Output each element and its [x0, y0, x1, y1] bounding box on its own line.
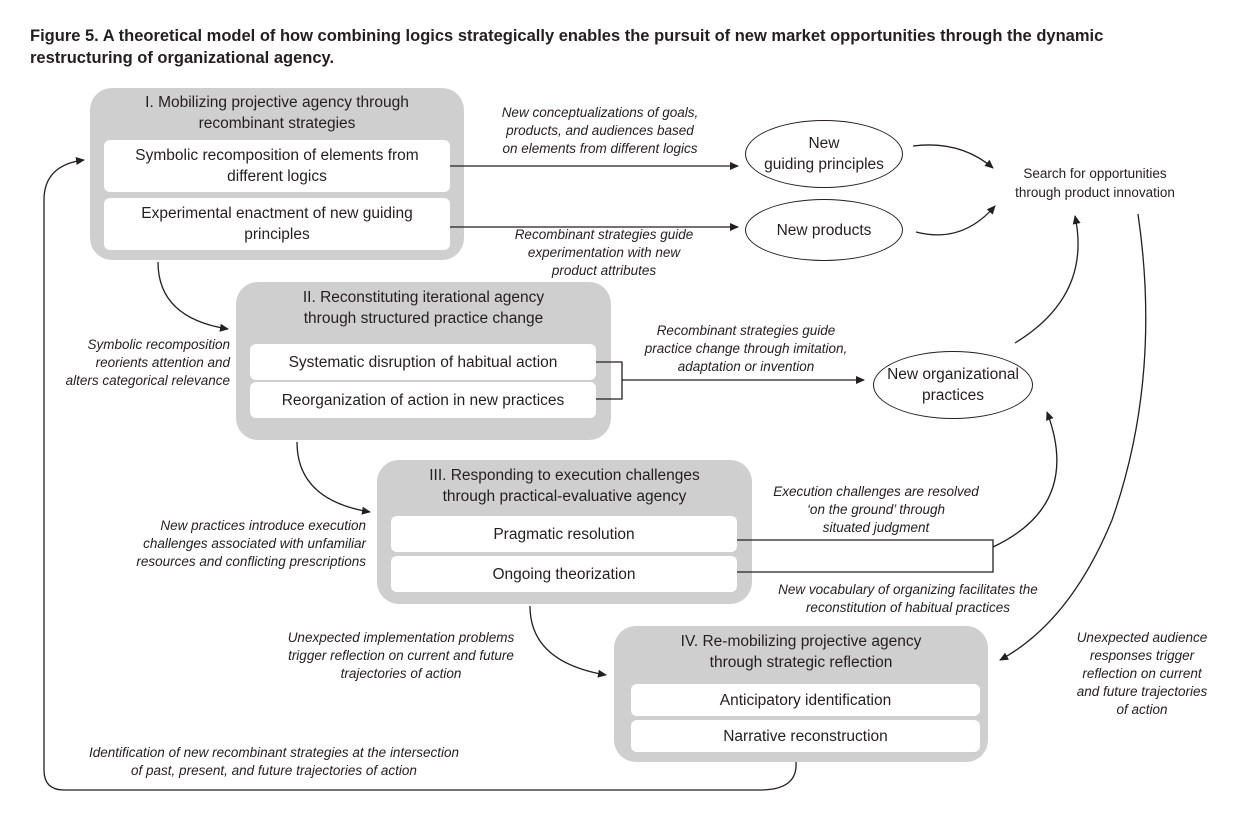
arrow-products-to-search	[915, 205, 996, 236]
label-execution-challenges-resolved: Execution challenges are resolved‘on the…	[773, 484, 979, 535]
reorganization-of-action-box: Reorganization of action in new practice…	[250, 382, 596, 418]
arrow-panel-1-to-panel-2	[157, 261, 229, 332]
systematic-disruption-box: Systematic disruption of habitual action	[250, 344, 596, 380]
label-new-conceptualizations: New conceptualizations of goals,products…	[501, 105, 699, 156]
arrow-guiding-to-search	[912, 144, 994, 169]
narrative-reconstruction-box: Narrative reconstruction	[631, 720, 980, 752]
figure-title-line2: restructuring of organizational agency.	[30, 49, 335, 67]
bracket-panel-2-items	[596, 361, 623, 400]
arrow-practices-to-search	[1014, 215, 1081, 344]
arrow-panel-2-to-panel-3	[296, 441, 371, 515]
arrow-panel-3-to-practices	[992, 411, 1058, 548]
arrow-panel-4-to-panel-1-loop	[43, 157, 797, 791]
arrow-search-to-panel-4	[999, 213, 1147, 661]
ongoing-theorization-box: Ongoing theorization	[391, 556, 737, 592]
anticipatory-identification-box: Anticipatory identification	[631, 684, 980, 716]
bracket-panel-3-items	[737, 539, 994, 573]
arrow-panel-3-to-panel-4	[529, 605, 607, 678]
label-identification-new-strategies: Identification of new recombinant strate…	[89, 745, 459, 778]
label-new-vocabulary: New vocabulary of organizing facilitates…	[778, 582, 1038, 615]
new-products-oval: New products	[745, 199, 903, 261]
figure-title-line1: Figure 5. A theoretical model of how com…	[30, 27, 1104, 45]
pragmatic-resolution-box: Pragmatic resolution	[391, 516, 737, 552]
figure-title: Figure 5. A theoretical model of how com…	[30, 25, 1220, 69]
